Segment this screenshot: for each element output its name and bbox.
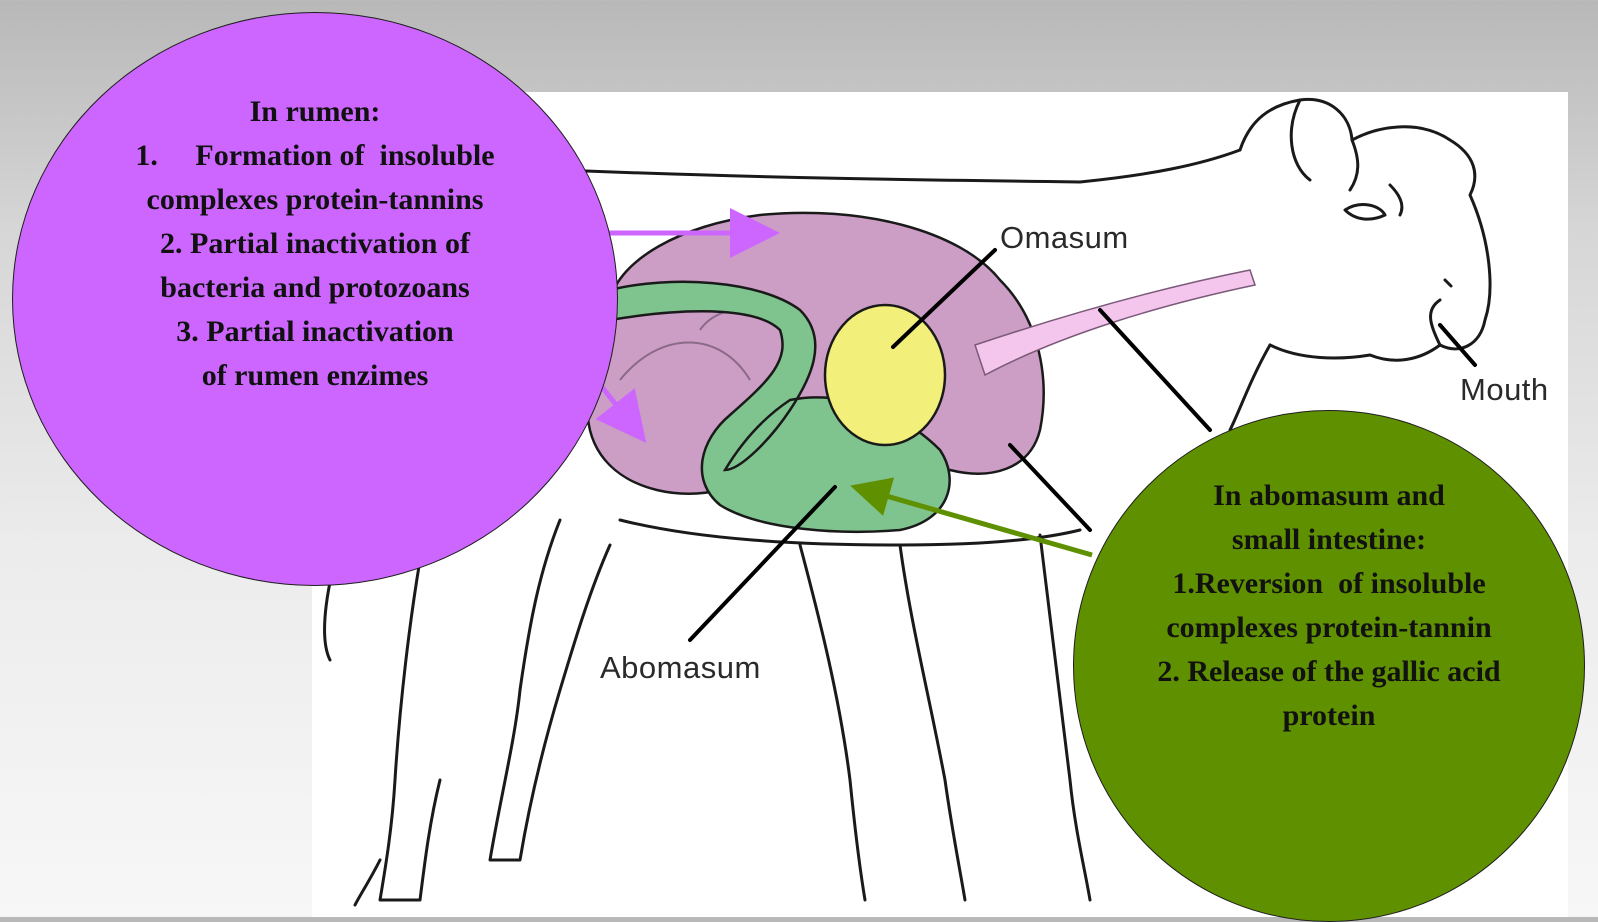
rumen-heading: In rumen: [250, 90, 381, 134]
omasum-organ [825, 305, 945, 445]
abomasum-point-1-cont: complexes protein-tannin [1166, 606, 1491, 650]
abomasum-effects-callout: In abomasum and small intestine: 1.Rever… [1073, 410, 1585, 922]
abomasum-point-2-cont: protein [1283, 694, 1376, 738]
rumen-point-2: 2. Partial inactivation of [160, 222, 470, 266]
rumen-point-1-cont: complexes protein-tannins [147, 178, 484, 222]
abomasum-point-2: 2. Release of the gallic acid [1157, 650, 1500, 694]
abomasum-heading-cont: small intestine: [1232, 518, 1426, 562]
abomasum-point-1: 1.Reversion of insoluble [1172, 562, 1485, 606]
mouth-label: Mouth [1460, 372, 1549, 408]
rumen-effects-callout: In rumen: 1. Formation of insoluble comp… [12, 12, 618, 586]
omasum-label: Omasum [1000, 220, 1129, 256]
rumen-point-1: 1. Formation of insoluble [135, 134, 494, 178]
abomasum-heading: In abomasum and [1213, 474, 1445, 518]
rumen-point-2-cont: bacteria and protozoans [160, 266, 469, 310]
rumen-point-3-cont: of rumen enzimes [202, 354, 429, 398]
rumen-point-3: 3. Partial inactivation [176, 310, 453, 354]
abomasum-label: Abomasum [600, 650, 761, 686]
